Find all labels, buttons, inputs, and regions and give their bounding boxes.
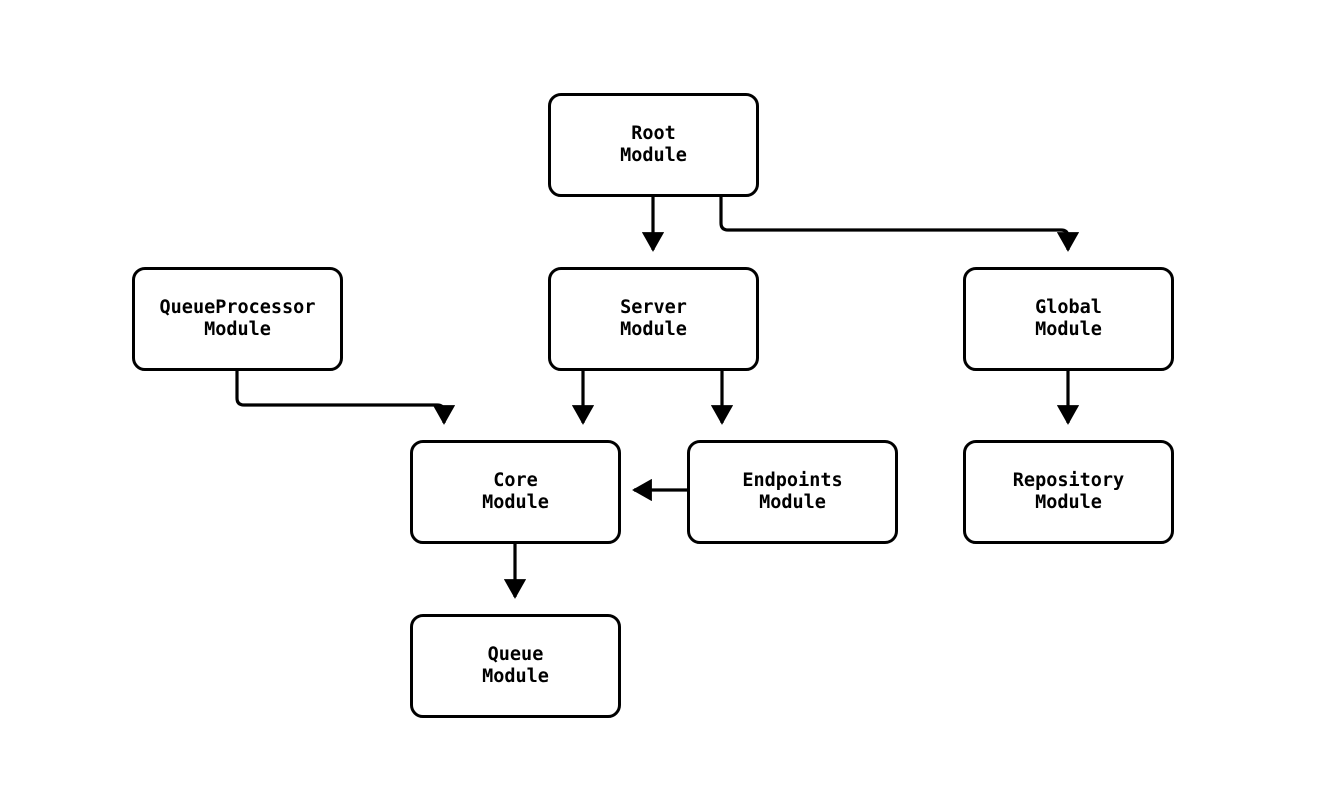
node-label: Queue Module	[482, 644, 549, 687]
node-label: Root Module	[620, 123, 687, 166]
node-label: QueueProcessor Module	[159, 297, 316, 340]
node-root-module[interactable]: Root Module	[548, 93, 759, 197]
node-label: Repository Module	[1012, 470, 1125, 513]
node-label: Endpoints Module	[742, 470, 843, 513]
node-core-module[interactable]: Core Module	[410, 440, 621, 544]
node-label: Core Module	[482, 470, 549, 513]
node-server-module[interactable]: Server Module	[548, 267, 759, 371]
edge-queueprocessor-to-core	[235, 371, 456, 425]
edge-root-to-global	[719, 197, 1080, 252]
node-global-module[interactable]: Global Module	[963, 267, 1174, 371]
node-label: Global Module	[1035, 297, 1102, 340]
node-endpoints-module[interactable]: Endpoints Module	[687, 440, 898, 544]
node-queue-module[interactable]: Queue Module	[410, 614, 621, 718]
node-queueprocessor-module[interactable]: QueueProcessor Module	[132, 267, 343, 371]
node-label: Server Module	[620, 297, 687, 340]
node-repository-module[interactable]: Repository Module	[963, 440, 1174, 544]
